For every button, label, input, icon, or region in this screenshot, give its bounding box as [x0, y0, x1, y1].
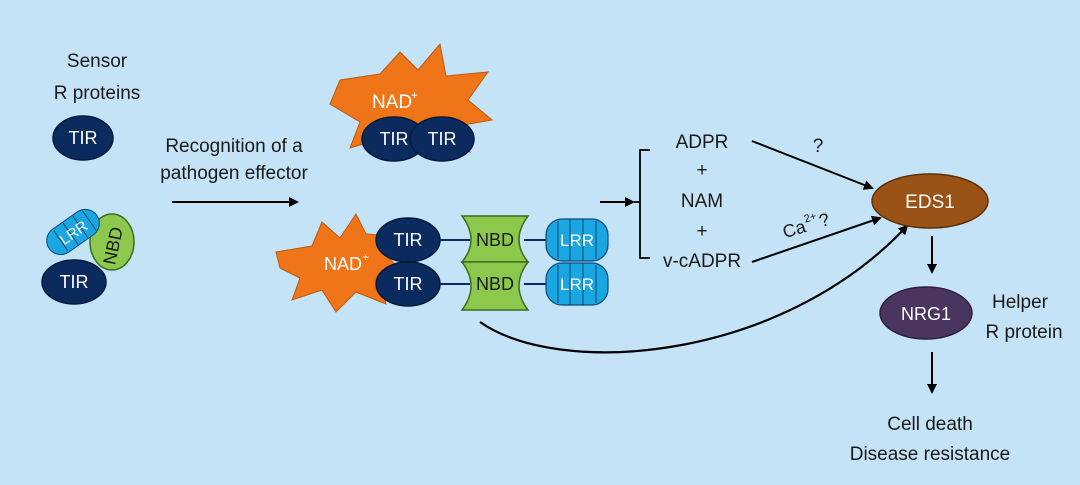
svg-text:TIR: TIR — [60, 272, 89, 292]
svg-text:TIR: TIR — [428, 129, 457, 149]
lrr-domain-complex-lower: LRR — [545, 262, 609, 306]
helper-label-line1: Helper — [992, 292, 1049, 313]
tir-dimer-top: TIR TIR — [361, 116, 475, 162]
question-mark-label: ? — [813, 136, 824, 157]
helper-label-line2: R protein — [985, 322, 1062, 343]
svg-text:TIR: TIR — [394, 274, 423, 294]
eds1-node: EDS1 — [871, 173, 989, 229]
svg-text:+: + — [362, 250, 369, 264]
product-plus-1: + — [696, 160, 707, 181]
svg-text:NBD: NBD — [476, 274, 514, 294]
outcome-cell-death: Cell death — [887, 414, 973, 435]
svg-text:TIR: TIR — [380, 129, 409, 149]
nad-burst-bottom: NAD + — [275, 213, 405, 313]
product-adpr: ADPR — [676, 132, 729, 153]
svg-text:NBD: NBD — [476, 230, 514, 250]
svg-text:TIR: TIR — [394, 230, 423, 250]
svg-text:+: + — [411, 88, 418, 102]
product-plus-2: + — [696, 221, 707, 242]
products-bracket — [634, 149, 650, 259]
adpr-to-eds1-arrow — [751, 140, 874, 190]
product-vcadpr: v-cADPR — [663, 251, 741, 272]
complex-to-eds1-arrow — [479, 224, 909, 354]
svg-text:LRR: LRR — [560, 275, 594, 294]
svg-text:2+: 2+ — [803, 210, 819, 225]
product-nam: NAM — [681, 191, 723, 212]
svg-text:NAD: NAD — [324, 254, 362, 274]
sensor-nbd-domain: NBD — [89, 213, 135, 271]
vcadpr-to-eds1-arrow — [751, 215, 882, 263]
lrr-domain-complex-upper: LRR — [545, 218, 609, 262]
sensor-label-line2: R proteins — [54, 83, 141, 104]
nbd-domain-complex-lower: NBD — [460, 261, 530, 311]
tir-domain-complex-upper: TIR — [375, 217, 441, 263]
sensor-tir-domain: TIR — [41, 259, 107, 305]
svg-text:?: ? — [817, 209, 832, 231]
svg-text:LRR: LRR — [560, 231, 594, 250]
tir-domain-complex-lower: TIR — [375, 261, 441, 307]
svg-text:NRG1: NRG1 — [901, 304, 951, 324]
outcome-disease-resistance: Disease resistance — [850, 444, 1011, 465]
svg-text:TIR: TIR — [69, 128, 98, 148]
recognition-label-line1: Recognition of a — [165, 136, 303, 157]
sensor-label-line1: Sensor — [67, 51, 128, 72]
svg-text:NAD: NAD — [372, 92, 412, 113]
nrg1-node: NRG1 — [879, 286, 973, 340]
nbd-domain-complex-upper: NBD — [460, 215, 530, 263]
svg-text:EDS1: EDS1 — [905, 192, 955, 213]
tir-domain-single: TIR — [52, 115, 114, 161]
recognition-label-line2: pathogen effector — [160, 163, 308, 184]
